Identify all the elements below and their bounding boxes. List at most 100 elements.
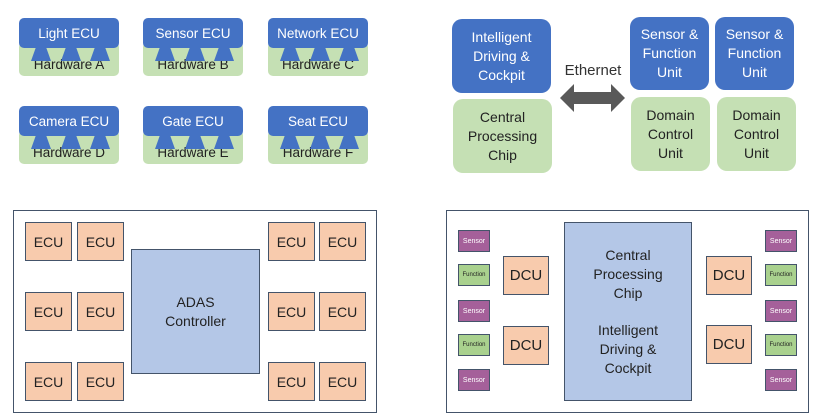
ecu-box: ECU	[25, 292, 72, 331]
ecu-box: ECU	[319, 362, 366, 401]
connector-pin-icon	[339, 135, 359, 149]
ecu-box: ECU	[25, 362, 72, 401]
dcu-box-label: DCU	[712, 336, 746, 353]
ecu-box-label: ECU	[327, 233, 358, 250]
ecu-box: ECU	[319, 222, 366, 261]
domain-control-unit-2-label: Domain Control Unit	[732, 106, 781, 161]
dcu-box: DCU	[706, 256, 752, 295]
function-box: Function	[765, 264, 797, 286]
sensor-box-label: Sensor	[462, 237, 486, 245]
ecu-label: Seat ECU	[268, 106, 368, 136]
connector-pin-icon	[214, 47, 234, 61]
connector-pin-icon	[155, 135, 175, 149]
function-box-label: Function	[769, 272, 793, 278]
sensor-box: Sensor	[765, 300, 797, 322]
sensor-box: Sensor	[458, 230, 490, 252]
ecu-box-label: ECU	[85, 373, 116, 390]
sensor-box: Sensor	[765, 369, 797, 391]
connector-pin-icon	[310, 135, 330, 149]
ecu-box: ECU	[268, 362, 315, 401]
connector-pin-icon	[61, 47, 81, 61]
bidirectional-arrow-icon	[560, 84, 625, 112]
central-processing-core: Central Processing Chip Intelligent Driv…	[564, 222, 692, 401]
connector-pin-icon	[310, 47, 330, 61]
ecu-box-label: ECU	[327, 373, 358, 390]
sensor-box-label: Sensor	[769, 307, 793, 315]
ecu-box: ECU	[268, 222, 315, 261]
domain-control-unit-1-label: Domain Control Unit	[646, 106, 695, 161]
ecu-box: ECU	[77, 362, 124, 401]
ecu-box-label: ECU	[276, 303, 307, 320]
ecu-box-label: ECU	[85, 303, 116, 320]
connector-pin-icon	[185, 135, 205, 149]
ecu-box: ECU	[77, 292, 124, 331]
domain-control-unit-2: Domain Control Unit	[717, 97, 796, 171]
central-unit-bottom: Central Processing Chip	[453, 99, 552, 173]
connector-pin-icon	[90, 47, 110, 61]
ecu-box: ECU	[319, 292, 366, 331]
connector-pin-icon	[155, 47, 175, 61]
sensor-box-label: Sensor	[462, 307, 486, 315]
ethernet-label: Ethernet	[564, 62, 622, 79]
connector-pin-icon	[61, 135, 81, 149]
ecu-box-label: ECU	[327, 303, 358, 320]
ecu-box: ECU	[268, 292, 315, 331]
central-unit-top-label: Intelligent Driving & Cockpit	[471, 28, 532, 83]
function-box: Function	[458, 264, 490, 286]
sensor-box-label: Sensor	[769, 376, 793, 384]
function-box: Function	[765, 334, 797, 356]
dcu-box-label: DCU	[509, 267, 543, 284]
sensor-box: Sensor	[458, 369, 490, 391]
sensor-function-unit-2-label: Sensor & Function Unit	[725, 26, 784, 80]
function-box-label: Function	[462, 272, 486, 278]
ecu-box-label: ECU	[33, 303, 64, 320]
function-box: Function	[458, 334, 490, 356]
central-unit-bottom-label: Central Processing Chip	[467, 108, 538, 163]
connector-pin-icon	[280, 47, 300, 61]
ecu-label: Sensor ECU	[143, 18, 243, 48]
dcu-box: DCU	[503, 256, 549, 295]
ecu-label: Network ECU	[268, 18, 368, 48]
ecu-box-label: ECU	[33, 373, 64, 390]
ecu-box-label: ECU	[33, 233, 64, 250]
connector-pin-icon	[185, 47, 205, 61]
dcu-box-label: DCU	[509, 337, 543, 354]
domain-control-unit-1: Domain Control Unit	[631, 97, 710, 171]
sensor-box: Sensor	[765, 230, 797, 252]
sensor-box-label: Sensor	[769, 237, 793, 245]
adas-controller-label: ADAS Controller	[165, 293, 226, 329]
ecu-box: ECU	[77, 222, 124, 261]
ecu-label: Light ECU	[19, 18, 119, 48]
connector-pin-icon	[31, 47, 51, 61]
ecu-box: ECU	[25, 222, 72, 261]
connector-pin-icon	[90, 135, 110, 149]
ecu-box-label: ECU	[276, 373, 307, 390]
ecu-box-label: ECU	[85, 233, 116, 250]
ecu-label: Camera ECU	[19, 106, 119, 136]
ecu-label: Gate ECU	[143, 106, 243, 136]
core-label-cockpit: Intelligent Driving & Cockpit	[598, 321, 658, 376]
ecu-box-label: ECU	[276, 233, 307, 250]
dcu-box: DCU	[706, 325, 752, 364]
core-label-chip: Central Processing Chip	[593, 246, 663, 301]
connector-pin-icon	[280, 135, 300, 149]
adas-controller: ADAS Controller	[131, 249, 260, 374]
dcu-box-label: DCU	[712, 267, 746, 284]
sensor-function-unit-2: Sensor & Function Unit	[715, 17, 794, 90]
connector-pin-icon	[31, 135, 51, 149]
function-box-label: Function	[769, 342, 793, 348]
sensor-box: Sensor	[458, 300, 490, 322]
sensor-box-label: Sensor	[462, 376, 486, 384]
dcu-box: DCU	[503, 326, 549, 365]
sensor-function-unit-1-label: Sensor & Function Unit	[640, 26, 699, 80]
function-box-label: Function	[462, 342, 486, 348]
sensor-function-unit-1: Sensor & Function Unit	[630, 17, 709, 90]
central-unit-top: Intelligent Driving & Cockpit	[452, 19, 551, 93]
connector-pin-icon	[214, 135, 234, 149]
